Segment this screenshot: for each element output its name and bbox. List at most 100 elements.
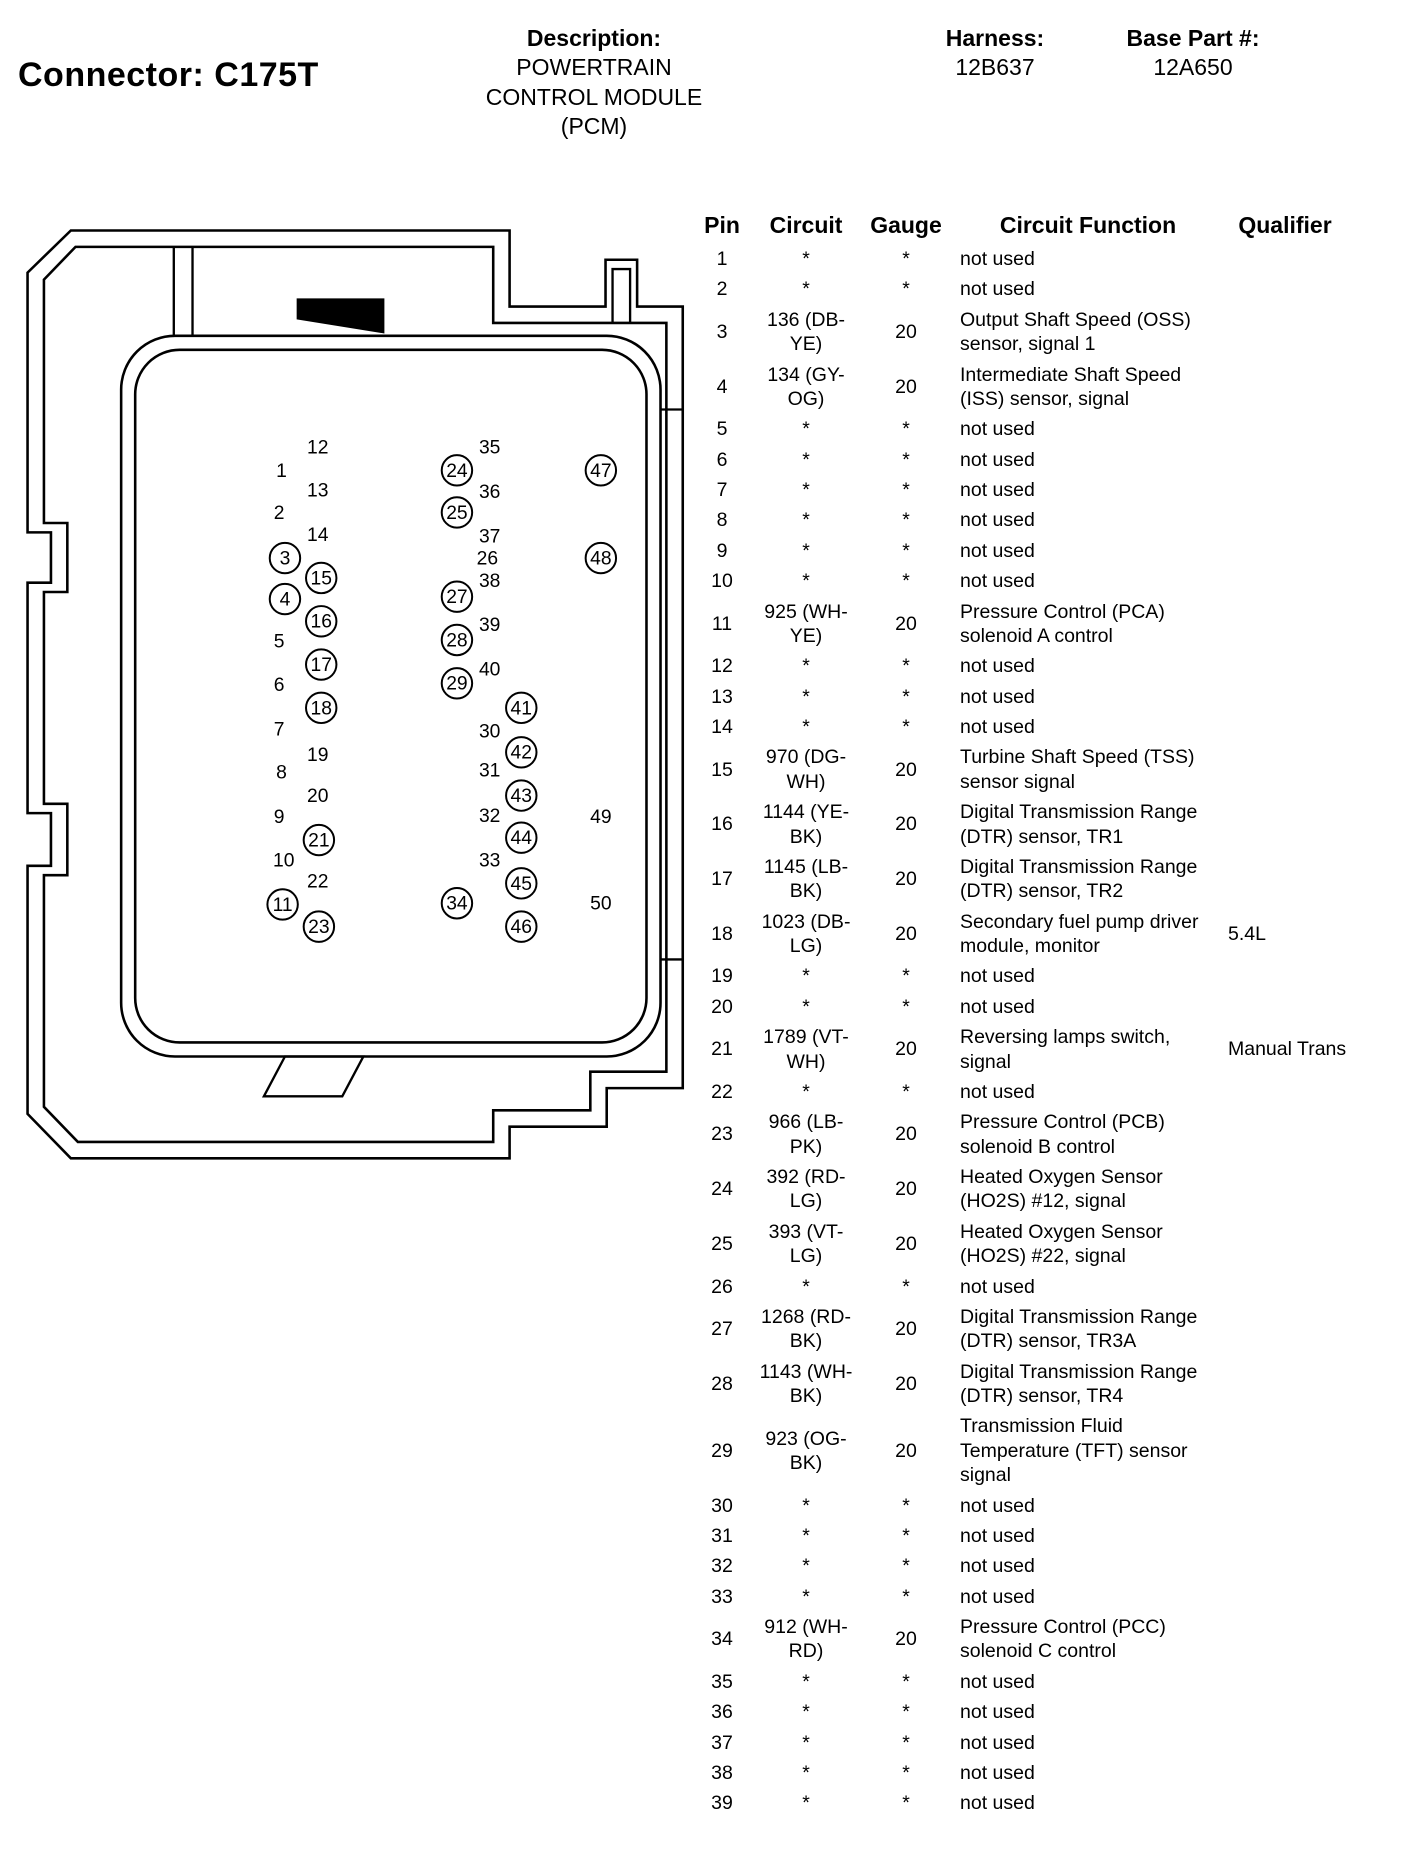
pin-15: 15	[305, 561, 338, 595]
description-label: Description:	[526, 25, 662, 51]
pin-number: 48	[590, 549, 611, 570]
pin-number: 6	[274, 675, 285, 696]
pin-13: 13	[307, 481, 328, 502]
pin-number: 34	[446, 894, 468, 915]
cell-function: not used	[960, 1701, 1035, 1724]
cell-circuit: *	[802, 1761, 810, 1784]
cell-function: Digital Transmission Range (DTR) sensor,…	[960, 801, 1198, 848]
bottom-slot	[261, 1055, 366, 1098]
pin-number: 28	[446, 630, 467, 651]
pin-18: 18	[305, 691, 338, 725]
pin-circle	[440, 496, 474, 529]
cell-function: not used	[960, 570, 1035, 593]
cell-gauge: 20	[895, 612, 917, 635]
description-line-3: (PCM)	[560, 113, 628, 140]
pin-12: 12	[307, 437, 328, 458]
base-part-value: 12A650	[1153, 54, 1233, 81]
cell-pin: 25	[711, 1232, 733, 1255]
pin-number: 1	[276, 461, 287, 482]
pin-number: 43	[511, 786, 532, 807]
table-row: 37**not used	[690, 1728, 1355, 1758]
pin-number: 16	[310, 612, 331, 633]
pin-49: 49	[590, 807, 611, 828]
cell-function: not used	[960, 1080, 1035, 1103]
cell-circuit: *	[802, 278, 810, 301]
side-lock-ticks	[660, 408, 683, 961]
pin-number: 31	[479, 760, 500, 781]
cell-gauge: 20	[895, 1439, 917, 1462]
cavity-outline-outer	[119, 334, 662, 1058]
cell-pin: 39	[711, 1792, 733, 1815]
cell-gauge: *	[902, 1731, 910, 1754]
pin-number: 5	[274, 632, 285, 653]
cell-pin: 8	[716, 509, 728, 532]
pin-22: 22	[307, 871, 328, 892]
cell-circuit: *	[802, 1494, 810, 1517]
pin-circle	[305, 561, 338, 595]
cell-gauge: *	[902, 278, 910, 301]
pin-number: 10	[273, 850, 294, 871]
cell-function: not used	[960, 685, 1035, 708]
cell-function: Digital Transmission Range (DTR) sensor,…	[960, 855, 1198, 903]
cell-circuit: 970 (DG-WH)	[765, 746, 847, 793]
cell-function: not used	[960, 248, 1035, 270]
cell-function: Pressure Control (PCC) solenoid C contro…	[960, 1616, 1166, 1663]
table-row: 33**not used	[690, 1582, 1355, 1612]
pin-2: 2	[274, 503, 285, 524]
pin-number: 8	[276, 763, 287, 784]
pin-number: 49	[590, 807, 611, 828]
pin-table: Pin Circuit Gauge Circuit Function Quali…	[690, 212, 1355, 1819]
pin-45: 45	[505, 867, 538, 900]
pin-25: 25	[440, 496, 474, 529]
table-row: 7**not used	[690, 475, 1355, 505]
pin-circle	[305, 605, 338, 638]
cell-gauge: *	[902, 570, 910, 593]
pin-number: 33	[479, 850, 500, 871]
pin-number: 29	[446, 674, 467, 695]
cell-pin: 14	[711, 716, 733, 738]
cell-function: not used	[960, 1494, 1035, 1517]
cell-circuit: 1268 (RD-BK)	[761, 1305, 851, 1353]
cell-pin: 15	[711, 758, 733, 781]
cell-pin: 23	[711, 1123, 733, 1146]
pin-circle	[584, 541, 618, 575]
base-part-block: Base Part #: 12A650	[1076, 24, 1310, 83]
pin-circle	[440, 454, 474, 487]
cell-function: not used	[960, 479, 1035, 501]
pin-circle	[440, 580, 474, 613]
pin-21: 21	[302, 823, 336, 857]
cell-pin: 33	[711, 1585, 733, 1608]
cell-pin: 30	[711, 1494, 733, 1517]
table-row: 1**not used	[690, 244, 1355, 274]
pin-34: 34	[440, 887, 474, 920]
pin-circle	[305, 691, 338, 725]
pin-27: 27	[440, 580, 474, 613]
cell-pin: 24	[711, 1178, 733, 1201]
table-row: 26**not used	[690, 1272, 1355, 1302]
cavity-outline-inner	[133, 348, 648, 1044]
cell-circuit: *	[802, 570, 810, 593]
hinge-channel	[172, 246, 194, 336]
cell-function: not used	[960, 1555, 1035, 1578]
pin-number: 7	[274, 719, 285, 740]
table-row: 9**not used	[690, 536, 1355, 566]
cell-circuit: 925 (WH-YE)	[764, 600, 848, 647]
cell-circuit: 136 (DB-YE)	[766, 308, 846, 356]
pin-number: 40	[479, 660, 500, 681]
cell-circuit: *	[802, 539, 810, 562]
pin-50: 50	[590, 894, 611, 915]
cell-function: Heated Oxygen Sensor (HO2S) #22, signal	[960, 1220, 1163, 1268]
pin-16: 16	[305, 605, 338, 638]
pin-number: 18	[310, 698, 331, 719]
pin-5: 5	[274, 632, 285, 653]
cell-gauge: *	[902, 539, 910, 562]
pin-circle	[302, 910, 336, 943]
cell-gauge: *	[902, 1494, 910, 1517]
